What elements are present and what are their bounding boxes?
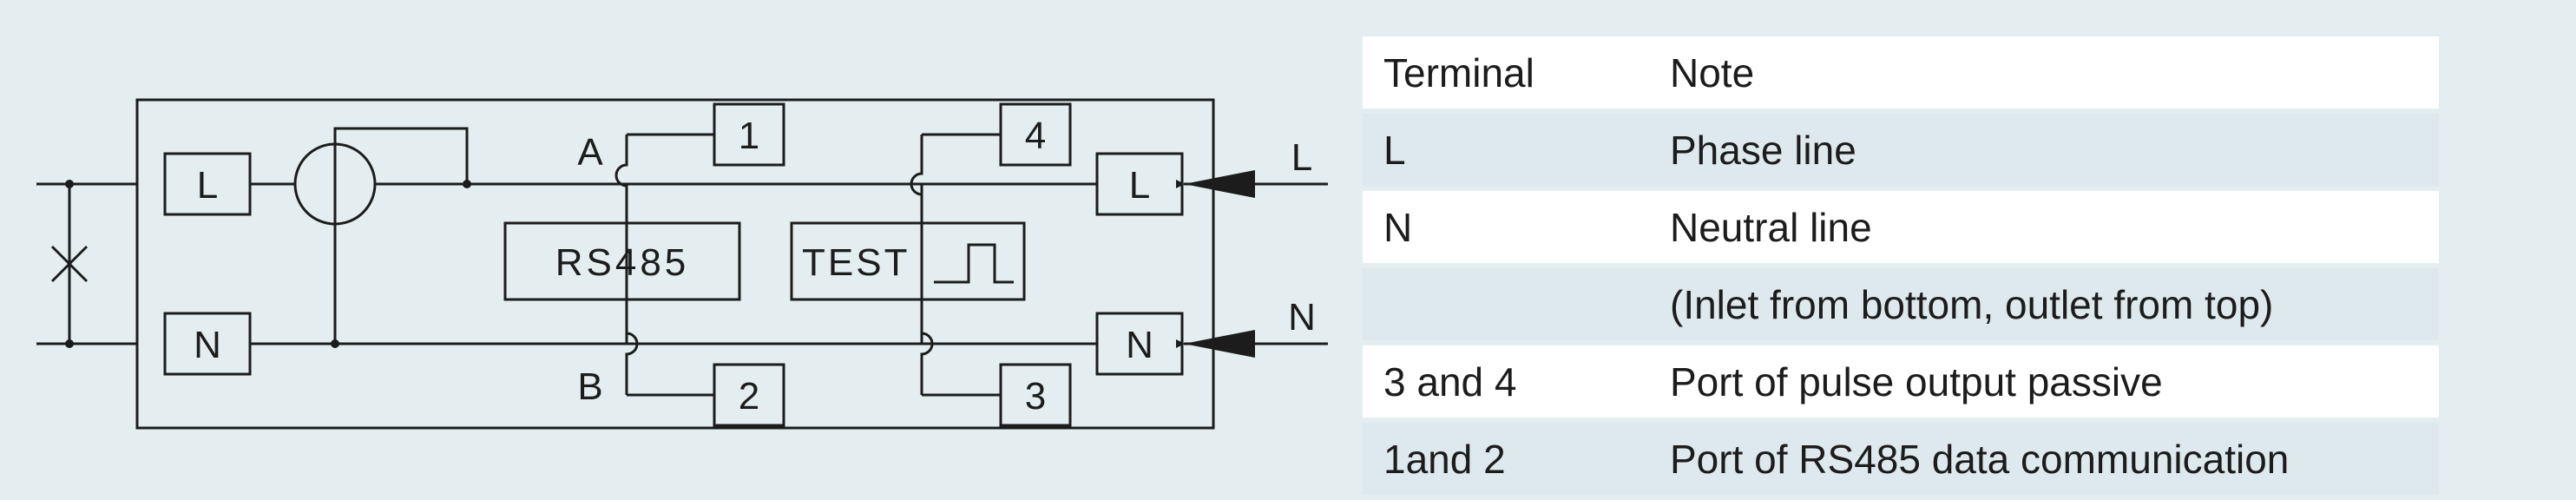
rs485-module (503, 221, 741, 301)
port-2-label: 2 (739, 375, 759, 418)
junction-dot (65, 180, 74, 188)
test-line-4 (910, 135, 923, 344)
row-note: Port of pulse output passive (1649, 345, 2439, 423)
row-terminal: 1and 2 (1363, 423, 1649, 500)
switch-cross-b (50, 245, 89, 283)
row-note: Port of RS485 data communication (1649, 423, 2439, 500)
table-row: 1and 2 Port of RS485 data communication (1363, 423, 2439, 500)
table-header-row: Terminal Note (1363, 36, 2439, 114)
junction-dot (463, 180, 471, 188)
wiring-diagram: L N L N 1 2 3 4 A B L N RS485 TEST (36, 98, 1328, 430)
test-module (790, 221, 1026, 301)
row-terminal (1363, 268, 1649, 345)
header-note: Note (1649, 36, 2439, 114)
row-terminal: N (1363, 191, 1649, 268)
table-row: L Phase line (1363, 114, 2439, 191)
test-line-3 (920, 184, 934, 395)
port-4-box (999, 102, 1072, 167)
row-terminal: 3 and 4 (1363, 345, 1649, 423)
external-l-label: L (1291, 136, 1312, 179)
rs485-line-a (614, 135, 628, 344)
rs485-line-b-label: B (577, 365, 602, 408)
junction-dot (331, 339, 339, 348)
pulse-waveform-icon (934, 243, 1014, 284)
rs485-line-b (625, 184, 639, 395)
port-4-label: 4 (1025, 115, 1046, 157)
row-note: Neutral line (1649, 191, 2439, 268)
port-2-box (713, 363, 785, 427)
terminal-left-l-label: L (197, 164, 218, 207)
port-3-label: 3 (1025, 375, 1046, 418)
row-terminal: L (1363, 114, 1649, 191)
terminal-left-n-label: N (194, 324, 221, 366)
terminal-right-n-label: N (1126, 324, 1153, 366)
terminal-right-l-label: L (1129, 164, 1150, 207)
row-note: Phase line (1649, 114, 2439, 191)
arrow-n-icon (1184, 330, 1255, 358)
rs485-line-a-label: A (577, 131, 603, 174)
port-1-box (713, 102, 785, 167)
port-1-label: 1 (739, 115, 759, 157)
junction-dot (65, 339, 74, 348)
port-3-box (999, 363, 1072, 427)
table-row: N Neutral line (1363, 191, 2439, 268)
header-terminal: Terminal (1363, 36, 1649, 114)
row-note: (Inlet from bottom, outlet from top) (1649, 268, 2439, 345)
arrow-l-icon (1184, 170, 1255, 198)
meter-outline (135, 98, 1215, 430)
test-module-label: TEST (802, 241, 910, 284)
table-row: (Inlet from bottom, outlet from top) (1363, 268, 2439, 345)
external-n-label: N (1288, 296, 1316, 339)
rs485-module-label: RS485 (555, 241, 690, 284)
table-row: 3 and 4 Port of pulse output passive (1363, 345, 2439, 423)
sensor-loop-wire (333, 127, 469, 184)
terminal-notes-table: Terminal Note L Phase line N Neutral lin… (1363, 36, 2439, 500)
